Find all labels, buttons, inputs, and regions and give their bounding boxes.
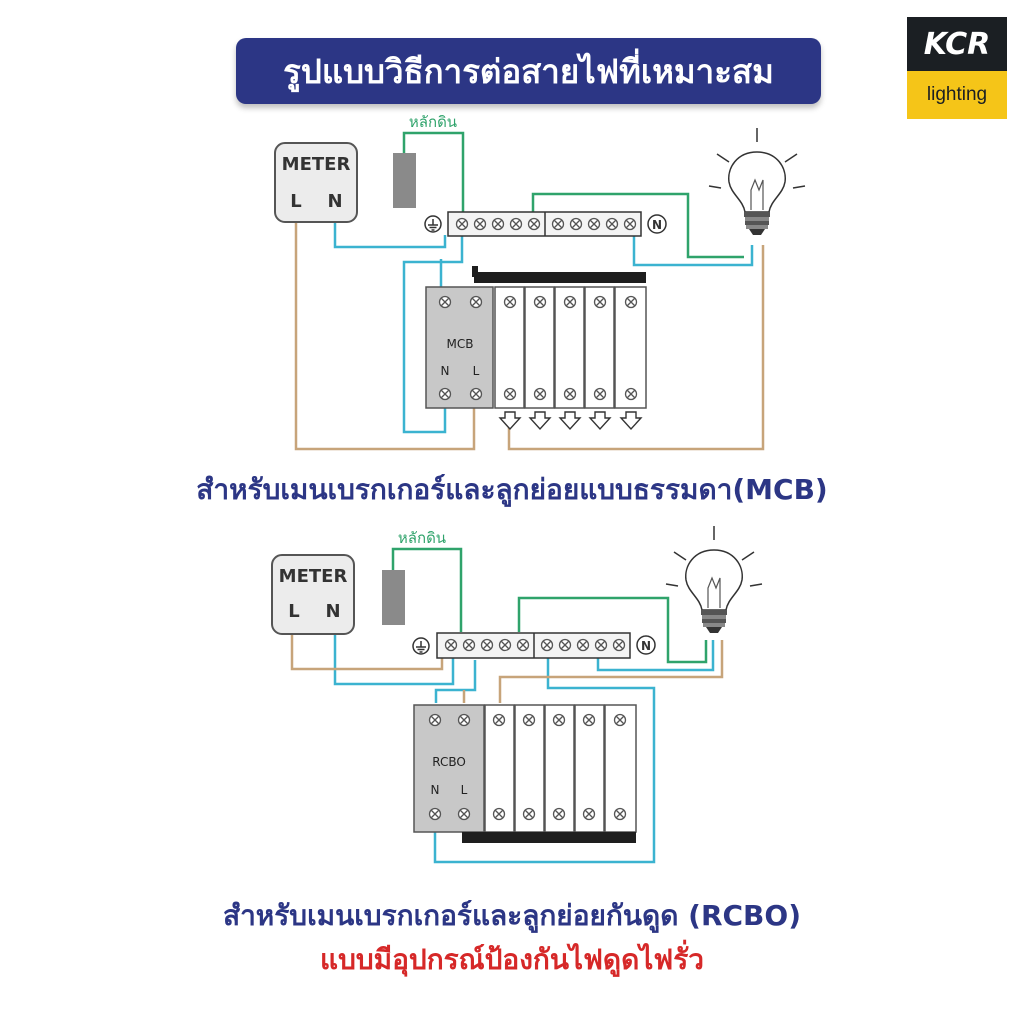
neutral-symbol-icon: [647, 214, 667, 234]
meter-n: N: [325, 601, 340, 622]
busbar: [462, 832, 636, 843]
breaker-n: N: [441, 364, 450, 378]
meter-label: METER: [279, 566, 348, 587]
wire-ground: [391, 547, 463, 632]
light-bulb-icon: [708, 127, 806, 236]
wire-meter-l: [290, 630, 444, 671]
breaker-l: L: [461, 783, 468, 797]
wire-neutral-bar-to-bulb: [517, 596, 708, 664]
ground-rod: [382, 570, 405, 625]
title-banner: รูปแบบวิธีการต่อสายไฟที่เหมาะสม: [236, 38, 821, 104]
ground-label: หลักดิน: [409, 113, 457, 131]
output-arrow-icon: [589, 411, 611, 430]
brand-logo: KCR lighting: [907, 17, 1007, 119]
meter-box: [271, 554, 355, 635]
wire-bar-n-to-mcb: [402, 235, 464, 434]
output-arrow-icon: [559, 411, 581, 430]
wire-meter-n: [333, 630, 455, 686]
logo-sub: lighting: [907, 71, 1007, 119]
ground-label: หลักดิน: [398, 529, 446, 547]
wire-ground: [402, 131, 465, 213]
diagram-mcb: METER L N หลักดิน N MCB N L: [274, 113, 806, 451]
light-bulb-icon: [665, 525, 763, 634]
breaker-label: RCBO: [432, 755, 466, 769]
meter-label: METER: [282, 154, 351, 175]
branch-breakers: [484, 704, 637, 833]
ground-symbol-icon: [412, 637, 430, 655]
neutral-symbol-icon: [636, 635, 656, 655]
meter-n: N: [327, 191, 342, 212]
wire-branch-n: [433, 658, 656, 864]
output-arrow-icon: [499, 411, 521, 430]
wire-bar-to-rcbo: [434, 660, 477, 703]
wire-meter-l: [294, 220, 476, 451]
output-arrow-icon: [620, 411, 642, 430]
caption-rcbo: สำหรับเมนเบรกเกอร์และลูกย่อยกันดูด (RCBO…: [222, 899, 801, 932]
breaker-label: MCB: [447, 337, 474, 351]
wire-branch-l: [507, 245, 765, 451]
output-arrow-icon: [529, 411, 551, 430]
caption-rcbo-note: แบบมีอุปกรณ์ป้องกันไฟดูดไฟรั่ว: [320, 943, 704, 976]
wire-neutral-bar-to-bulb: [531, 192, 744, 259]
meter-l: L: [288, 601, 299, 622]
breaker-n: N: [431, 783, 440, 797]
wire-n-bar-to-bulb: [596, 640, 715, 672]
neutral-symbol-label: N: [641, 639, 651, 653]
logo-brand: KCR: [907, 17, 1007, 71]
main-breaker: [425, 286, 494, 409]
caption-mcb: สำหรับเมนเบรกเกอร์และลูกย่อยแบบธรรมดา(MC…: [196, 473, 828, 506]
busbar: [474, 272, 646, 283]
wire-branch-l: [498, 640, 724, 703]
ground-rod: [393, 153, 416, 208]
wire-meter-n: [333, 220, 447, 249]
breaker-l: L: [473, 364, 480, 378]
page-title: รูปแบบวิธีการต่อสายไฟที่เหมาะสม: [283, 51, 774, 91]
ground-symbol-icon: [424, 215, 442, 233]
diagram-rcbo: METER L N หลักดิน N RCBO N L: [271, 525, 763, 864]
rcbo-breaker: [413, 704, 485, 833]
neutral-symbol-label: N: [652, 218, 662, 232]
meter-box: [274, 142, 358, 223]
wire-n-bar-to-bulb: [632, 235, 754, 267]
meter-l: L: [290, 191, 301, 212]
